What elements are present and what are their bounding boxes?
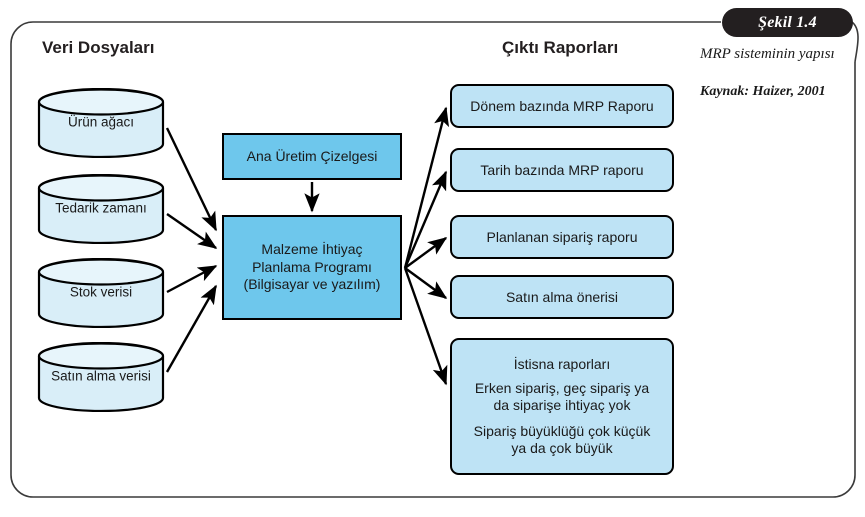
data-file-label: Satın alma verisi	[51, 368, 151, 384]
data-file-cylinder: Stok verisi	[37, 258, 165, 328]
figure-source: Kaynak: Haizer, 2001	[700, 84, 826, 99]
exception-report-line1: Erken sipariş, geç sipariş ya	[474, 380, 650, 397]
data-file-cylinder: Satın alma verisi	[37, 342, 165, 412]
process-label-line1: Malzeme İhtiyaç	[261, 241, 363, 258]
output-report-box: Satın alma önerisi	[450, 275, 674, 319]
data-file-label: Ürün ağacı	[67, 114, 135, 130]
process-label-line2: Planlama Programı	[252, 258, 372, 275]
process-label-line3: (Bilgisayar ve yazılım)	[243, 276, 381, 293]
output-report-label: Dönem bazında MRP Raporu	[470, 97, 654, 114]
output-report-label: Satın alma önerisi	[505, 288, 619, 305]
exception-report-line3: Sipariş büyüklüğü çok küçük	[473, 422, 651, 439]
output-report-box: Planlanan sipariş raporu	[450, 215, 674, 259]
output-report-box: Dönem bazında MRP Raporu	[450, 84, 674, 128]
data-file-cylinder: Ürün ağacı	[37, 88, 165, 158]
process-label: Ana Üretim Çizelgesi	[246, 147, 378, 164]
figure-caption: MRP sisteminin yapısı	[700, 46, 835, 62]
data-file-cylinder: Tedarik zamanı	[37, 174, 165, 244]
figure-number-label: Şekil 1.4	[758, 13, 817, 31]
exception-report-box: İstisna raporları Erken sipariş, geç sip…	[450, 338, 674, 475]
figure-number-badge: Şekil 1.4	[722, 8, 853, 37]
heading-data-files: Veri Dosyaları	[42, 38, 155, 57]
exception-report-line2: da siparişe ihtiyaç yok	[493, 397, 631, 414]
output-report-box: Tarih bazında MRP raporu	[450, 148, 674, 192]
exception-report-title: İstisna raporları	[513, 356, 611, 373]
data-file-label: Stok verisi	[69, 284, 133, 300]
process-box-master-schedule: Ana Üretim Çizelgesi	[222, 133, 402, 180]
heading-output-reports: Çıktı Raporları	[502, 38, 619, 57]
output-report-label: Planlanan sipariş raporu	[486, 228, 638, 245]
exception-report-line4: ya da çok büyük	[511, 439, 613, 456]
output-report-label: Tarih bazında MRP raporu	[480, 161, 644, 178]
data-file-label: Tedarik zamanı	[55, 200, 147, 216]
process-box-mrp-program: Malzeme İhtiyaç Planlama Programı (Bilgi…	[222, 215, 402, 320]
